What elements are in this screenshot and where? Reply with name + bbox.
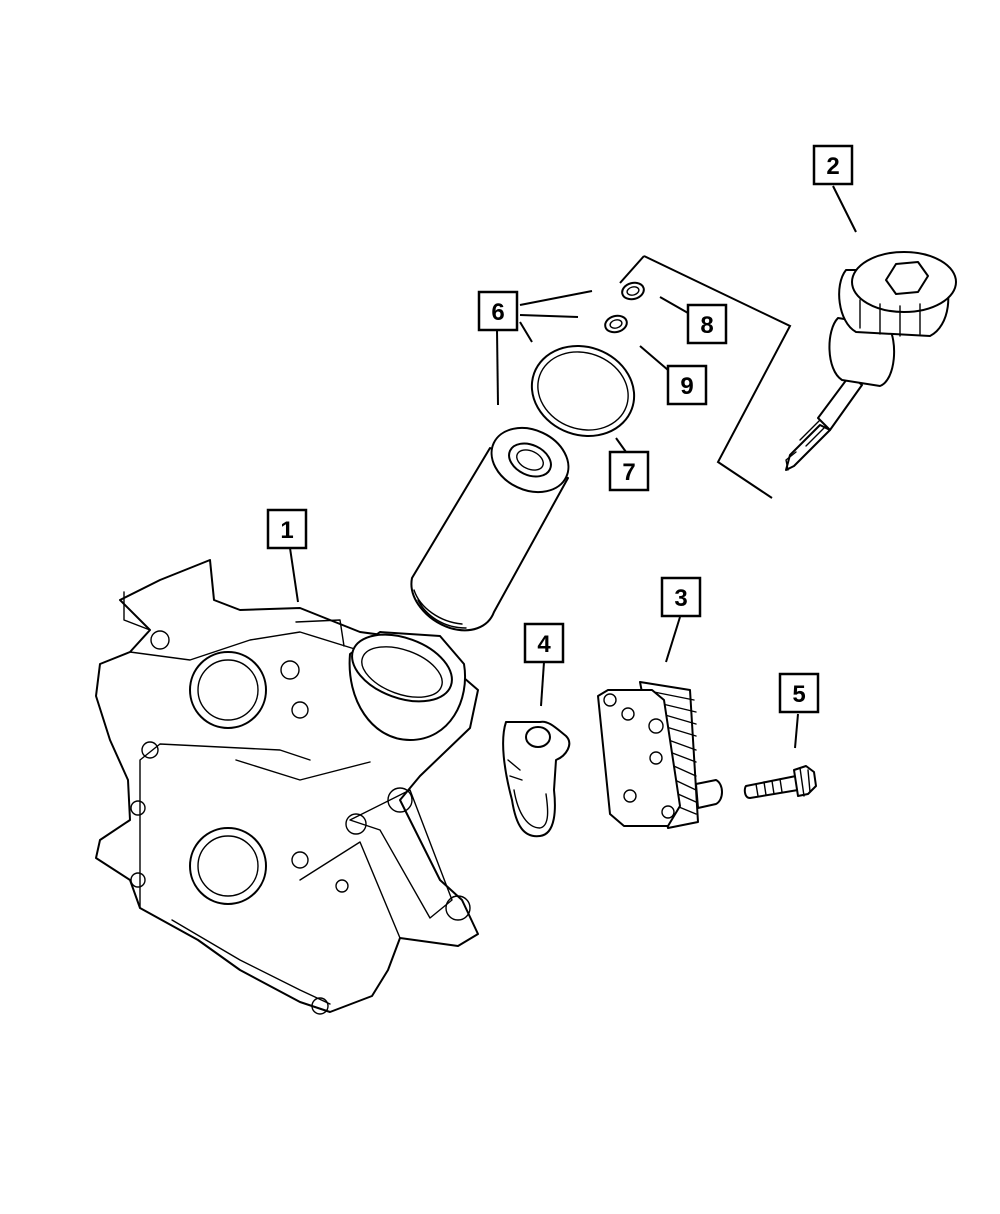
callout-label: 8: [700, 312, 713, 339]
oil-filter-element-icon: [410, 426, 570, 632]
o-ring-large-icon: [530, 344, 636, 438]
callout-5: 5: [778, 672, 820, 714]
callout-label: 2: [826, 153, 839, 180]
o-ring-small-icon: [604, 314, 628, 334]
callout-1: 1: [266, 508, 308, 550]
callout-2: 2: [812, 144, 854, 186]
timing-cover-housing-icon: [95, 559, 479, 1015]
leader-lines: [289, 185, 857, 749]
callout-6: 6: [477, 290, 519, 332]
callout-label: 7: [622, 459, 635, 486]
callout-8: 8: [686, 303, 728, 345]
callout-label: 3: [674, 585, 687, 612]
callout-4: 4: [523, 622, 565, 664]
callout-label: 4: [537, 631, 551, 658]
o-ring-small-icon: [621, 281, 645, 301]
callout-7: 7: [608, 450, 650, 492]
callout-label: 1: [280, 517, 293, 544]
callout-label: 6: [491, 299, 504, 326]
callout-label: 5: [792, 681, 805, 708]
gasket-icon: [502, 720, 571, 838]
oil-cooler-icon: [597, 681, 723, 829]
bolt-icon: [743, 765, 817, 799]
oil-filter-cap-icon: [785, 251, 957, 471]
callout-3: 3: [660, 576, 702, 618]
callout-9: 9: [666, 364, 708, 406]
callout-label: 9: [680, 373, 693, 400]
